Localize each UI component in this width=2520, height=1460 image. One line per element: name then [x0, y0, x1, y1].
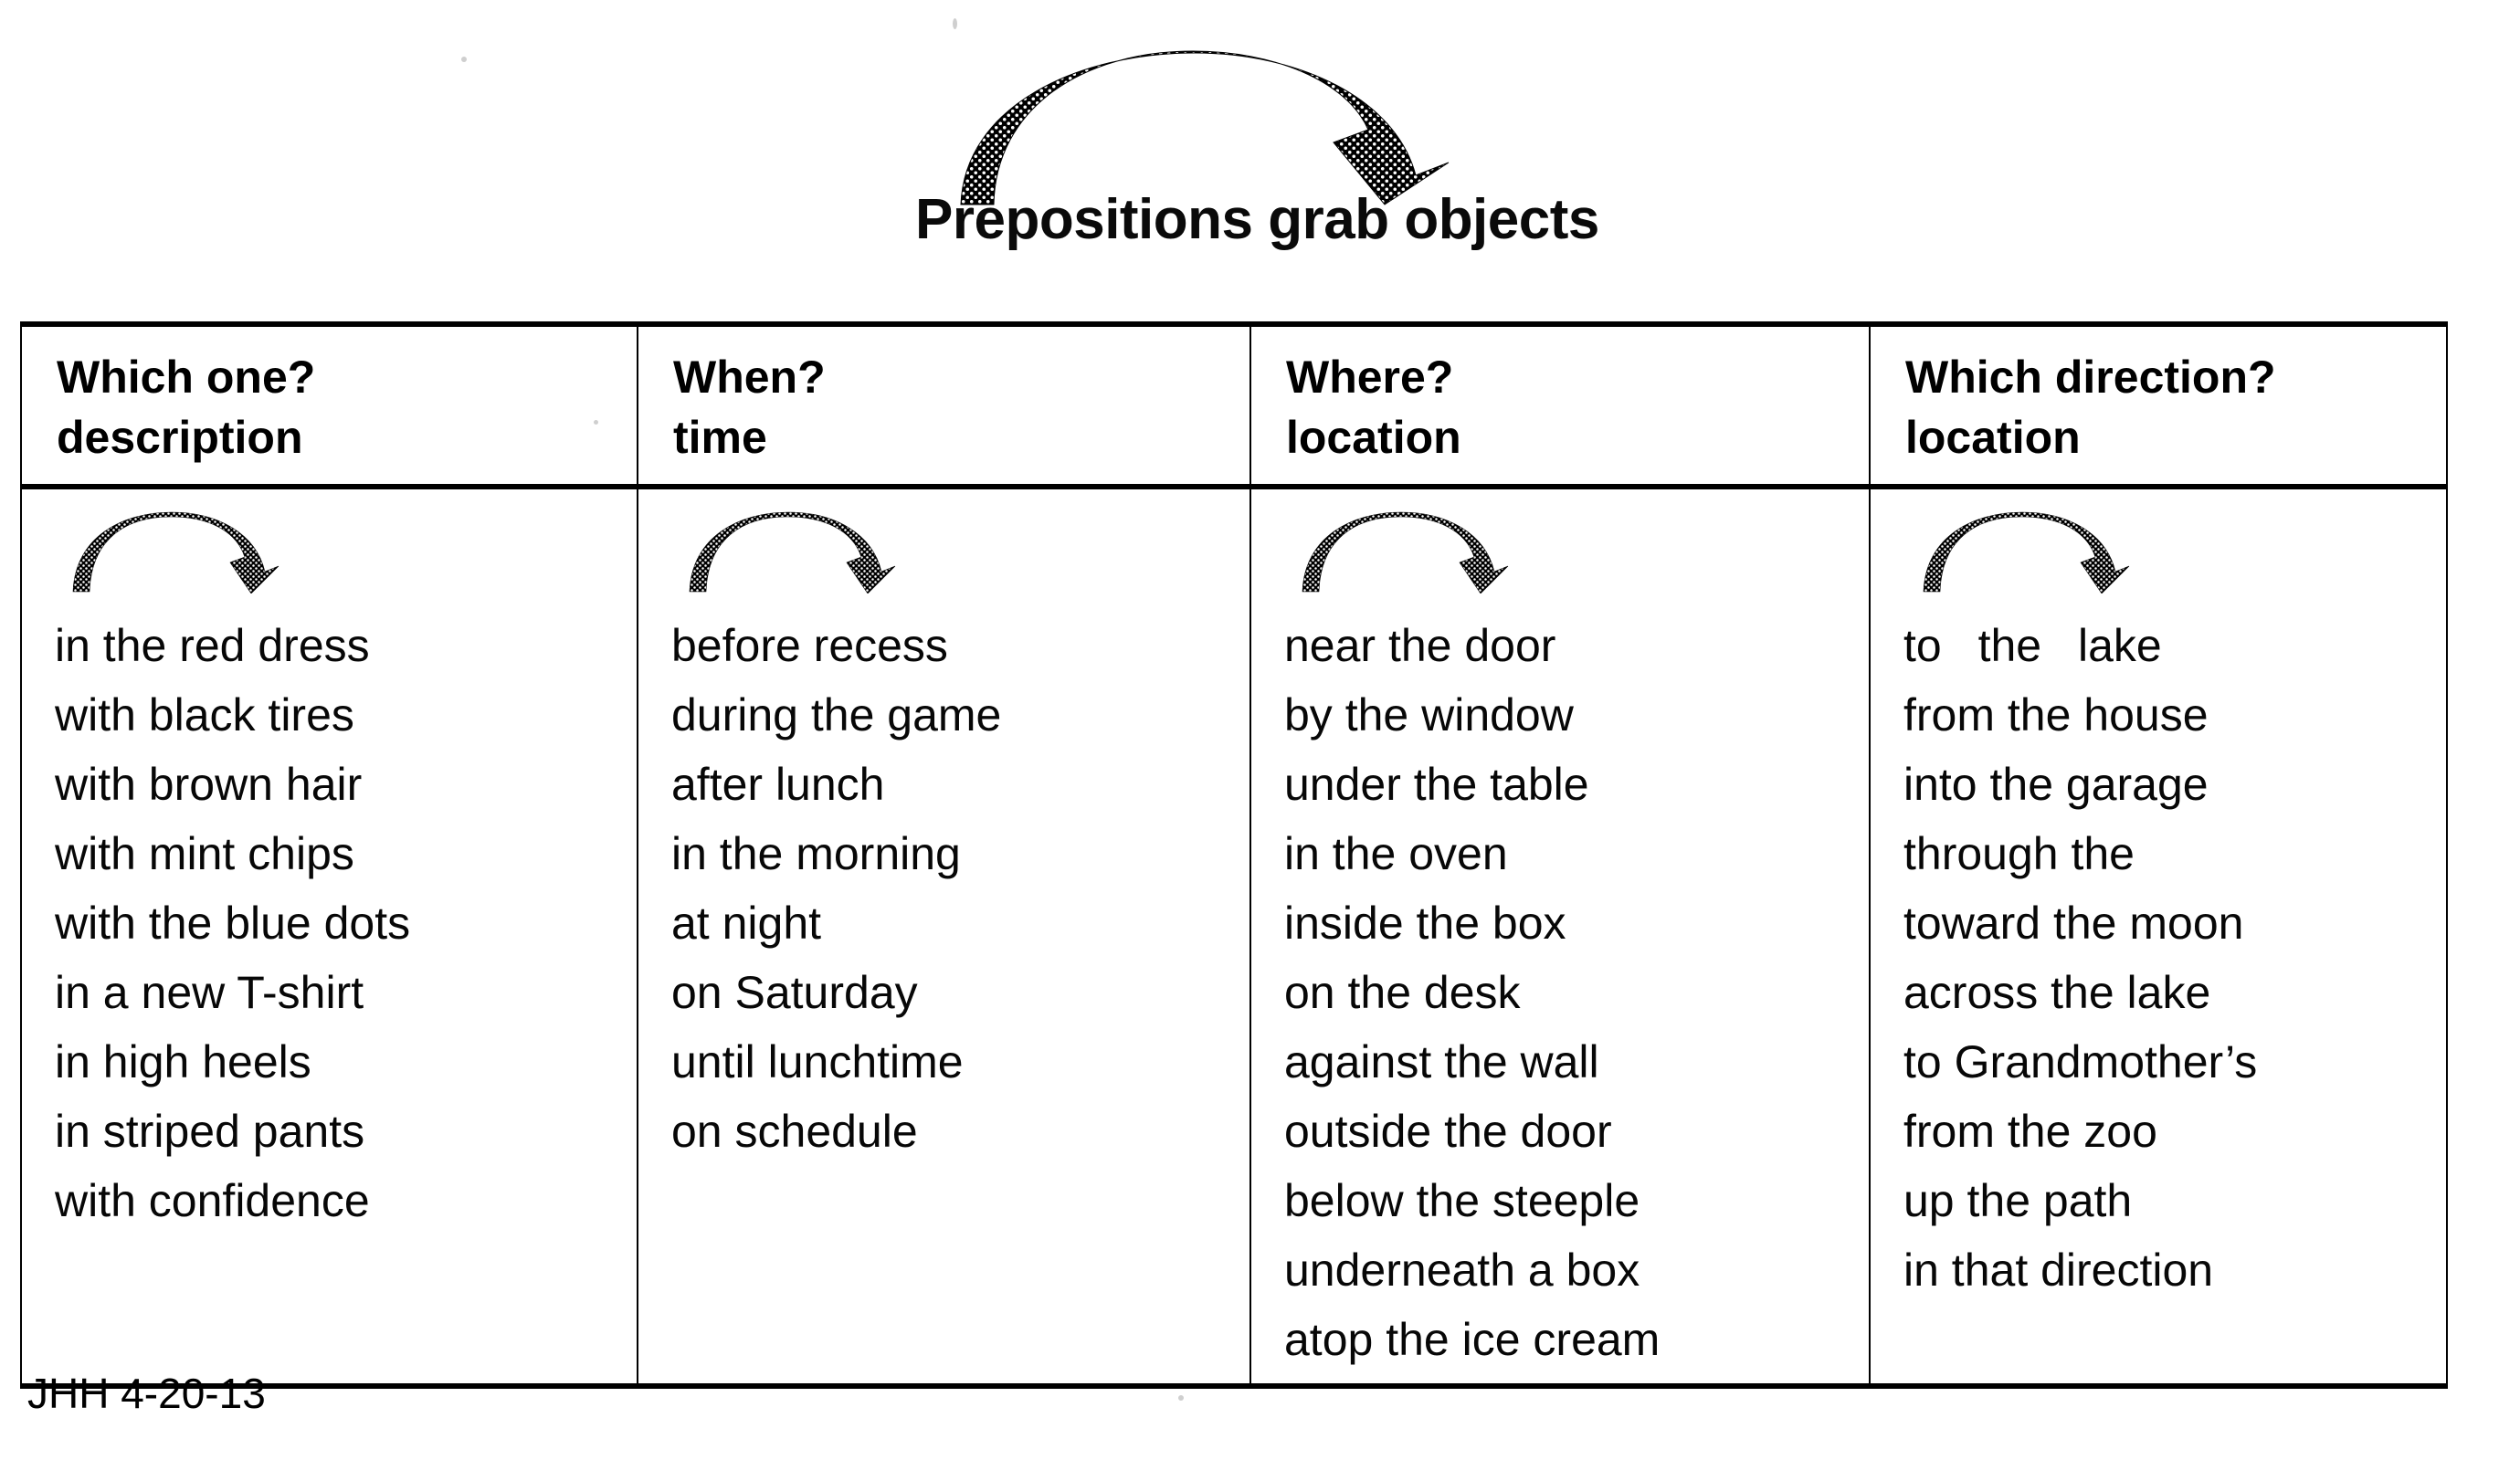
page-title: Prepositions grab objects [915, 188, 1599, 251]
column-header-where: Where? location [1249, 321, 1871, 489]
phrase-item: with black tires [55, 689, 354, 741]
header-subtitle: location [1286, 412, 1461, 463]
scan-speck [953, 18, 957, 29]
phrase-item: during the game [671, 689, 1002, 741]
header-question: Which direction? [1905, 352, 2276, 403]
scan-speck [1178, 1395, 1184, 1401]
phrase-item: after lunch [671, 759, 885, 810]
phrase-item: into the garage [1903, 759, 2209, 810]
phrase-item: by the window [1284, 689, 1574, 741]
phrase-item: in the red dress [55, 620, 370, 671]
phrase-item: through the [1903, 828, 2135, 879]
phrase-item: atop the ice cream [1284, 1314, 1661, 1365]
phrase-item: until lunchtime [671, 1036, 964, 1087]
phrase-list-when: before recess during the game after lunc… [671, 611, 1249, 1166]
phrase-item: in the morning [671, 828, 961, 879]
phrase-item: inside the box [1284, 898, 1566, 949]
title-block: Prepositions grab objects [0, 0, 2520, 274]
phrase-item: in striped pants [55, 1106, 365, 1157]
phrase-item: near the door [1284, 620, 1556, 671]
header-subtitle: description [57, 412, 303, 463]
phrase-item: under the table [1284, 759, 1589, 810]
phrase-item: across the lake [1903, 967, 2211, 1018]
phrase-item: at night [671, 898, 822, 949]
column-cell-when: before recess during the game after lunc… [637, 486, 1251, 1389]
header-question: Where? [1286, 352, 1454, 403]
scan-speck [461, 57, 467, 62]
phrase-item: from the house [1903, 689, 2209, 741]
phrase-item: up the path [1903, 1175, 2133, 1226]
header-subtitle: location [1905, 412, 2081, 463]
table-header-row: Which one? description When? time Where?… [20, 321, 2448, 489]
column-header-which-one: Which one? description [20, 321, 638, 489]
curved-arrow-right-icon [72, 511, 279, 594]
header-question: When? [673, 352, 826, 403]
column-cell-which-direction: to the lake from the house into the gara… [1869, 486, 2448, 1389]
phrase-list-which-direction: to the lake from the house into the gara… [1903, 611, 2446, 1305]
phrase-item: on the desk [1284, 967, 1521, 1018]
phrase-item: on Saturday [671, 967, 918, 1018]
phrase-item: against the wall [1284, 1036, 1599, 1087]
column-cell-which-one: in the red dress with black tires with b… [20, 486, 638, 1389]
phrase-item: toward the moon [1903, 898, 2244, 949]
phrase-item: below the steeple [1284, 1175, 1640, 1226]
phrase-item: with mint chips [55, 828, 354, 879]
phrase-item: from the zoo [1903, 1106, 2157, 1157]
column-header-when: When? time [637, 321, 1251, 489]
phrase-item: in a new T-shirt [55, 967, 364, 1018]
phrase-item: in the oven [1284, 828, 1508, 879]
column-cell-where: near the door by the window under the ta… [1249, 486, 1871, 1389]
phrase-list-which-one: in the red dress with black tires with b… [55, 611, 637, 1235]
phrase-item: before recess [671, 620, 948, 671]
header-question: Which one? [57, 352, 316, 403]
phrase-item: in that direction [1903, 1245, 2214, 1296]
table-body-row: in the red dress with black tires with b… [20, 486, 2448, 1389]
curved-arrow-right-icon [960, 50, 1450, 205]
prepositions-table: Which one? description When? time Where?… [20, 321, 2448, 1389]
curved-arrow-right-icon [689, 511, 896, 594]
phrase-item: with the blue dots [55, 898, 411, 949]
phrase-item: in high heels [55, 1036, 311, 1087]
curved-arrow-right-icon [1302, 511, 1509, 594]
phrase-item: to the lake [1903, 620, 2162, 671]
footer-attribution: JHH 4-20-13 [27, 1370, 266, 1417]
phrase-item: with confidence [55, 1175, 370, 1226]
phrase-item: to Grandmother’s [1903, 1036, 2258, 1087]
header-subtitle: time [673, 412, 767, 463]
phrase-list-where: near the door by the window under the ta… [1284, 611, 1869, 1374]
column-header-which-direction: Which direction? location [1869, 321, 2448, 489]
curved-arrow-right-icon [1923, 511, 2130, 594]
phrase-item: on schedule [671, 1106, 918, 1157]
phrase-item: underneath a box [1284, 1245, 1640, 1296]
phrase-item: with brown hair [55, 759, 363, 810]
phrase-item: outside the door [1284, 1106, 1612, 1157]
